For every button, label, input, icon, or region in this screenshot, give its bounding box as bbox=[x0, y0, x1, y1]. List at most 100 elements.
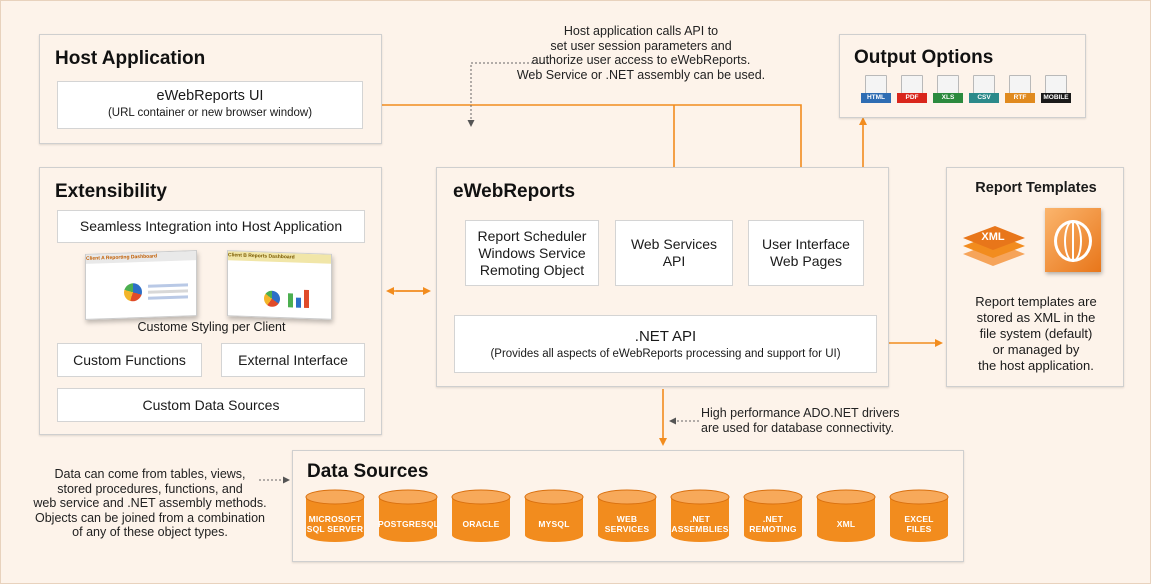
description-line: the host application. bbox=[978, 358, 1094, 373]
data-source-label: POSTGRESQL bbox=[378, 519, 440, 529]
host-note-line: set user session parameters and bbox=[550, 38, 732, 53]
ui-box-title: eWebReports UI bbox=[156, 88, 264, 104]
extensibility-panel: Extensibility Seamless Integration into … bbox=[39, 167, 382, 435]
ewebreports-title: eWebReports bbox=[453, 181, 576, 202]
database-cylinder-icon: POSTGRESQL bbox=[378, 489, 440, 543]
bar-icon bbox=[304, 289, 309, 309]
host-note-line: Web Service or .NET assembly can be used… bbox=[516, 67, 766, 82]
net-api-subtitle: (Provides all aspects of eWebReports pro… bbox=[490, 347, 841, 360]
host-application-panel: Host Application eWebReports UI (URL con… bbox=[39, 34, 382, 144]
format-label: PDF bbox=[897, 93, 927, 103]
scheduler-line: Remoting Object bbox=[479, 261, 585, 278]
data-note: Data can come from tables, views, stored… bbox=[19, 467, 281, 540]
data-source-label-line: REMOTING bbox=[749, 524, 797, 534]
thumbnail-title: Client A Reporting Dashboard bbox=[86, 251, 196, 264]
thumbnail-title: Client B Reports Dashboard bbox=[228, 251, 331, 264]
net-api-box: .NET API (Provides all aspects of eWebRe… bbox=[454, 315, 877, 373]
format-label: XLS bbox=[933, 93, 963, 103]
data-source-label-line: ASSEMBLIES bbox=[671, 524, 729, 534]
pie-chart-icon bbox=[264, 290, 280, 308]
data-note-line: Data can come from tables, views, bbox=[54, 467, 246, 481]
format-label: MOBILE bbox=[1041, 93, 1071, 103]
data-source-label-line: FILES bbox=[906, 524, 932, 534]
description-line: file system (default) bbox=[979, 326, 1093, 341]
data-source-label: MYSQL bbox=[524, 519, 584, 529]
ewebreports-panel: eWebReports Report Scheduler Windows Ser… bbox=[436, 167, 889, 387]
external-interface-box: External Interface bbox=[221, 343, 365, 377]
thumbnail-row bbox=[148, 283, 188, 288]
output-format-icon: CSV bbox=[969, 75, 999, 103]
scheduler-line: Windows Service bbox=[478, 244, 586, 261]
user-interface-pages-box: User Interface Web Pages bbox=[748, 220, 864, 286]
xml-label: XML bbox=[981, 231, 1005, 243]
report-templates-title: Report Templates bbox=[975, 180, 1097, 196]
format-label: HTML bbox=[861, 93, 891, 103]
data-source-label-line: SQL SERVER bbox=[306, 524, 364, 534]
data-note-line: stored procedures, functions, and bbox=[57, 481, 243, 496]
web-services-line: API bbox=[662, 253, 686, 269]
description-line: Report templates are bbox=[975, 294, 1097, 309]
seamless-integration-box: Seamless Integration into Host Applicati… bbox=[57, 210, 365, 243]
client-a-dashboard-thumbnail: Client A Reporting Dashboard bbox=[85, 250, 197, 320]
host-note-line: authorize user access to eWebReports. bbox=[531, 53, 751, 67]
custom-data-sources-box: Custom Data Sources bbox=[57, 388, 365, 422]
format-label: CSV bbox=[969, 93, 999, 103]
custom-styling-caption: Custome Styling per Client bbox=[137, 320, 286, 334]
extensibility-title: Extensibility bbox=[55, 181, 167, 202]
output-format-icon: XLS bbox=[933, 75, 963, 103]
format-label: RTF bbox=[1005, 93, 1035, 103]
description-line: or managed by bbox=[992, 342, 1080, 357]
data-note-line: of any of these object types. bbox=[72, 525, 228, 539]
host-note-line: Host application calls API to bbox=[563, 24, 719, 38]
web-services-line: Web Services bbox=[630, 236, 718, 252]
output-format-icon: HTML bbox=[861, 75, 891, 103]
scheduler-line: Report Scheduler bbox=[477, 227, 587, 244]
report-scheduler-box: Report Scheduler Windows Service Remotin… bbox=[465, 220, 599, 286]
net-api-title: .NET API bbox=[634, 327, 697, 345]
ui-box-subtitle: (URL container or new browser window) bbox=[107, 107, 313, 119]
ui-pages-line: User Interface bbox=[762, 236, 850, 252]
data-source-label: XML bbox=[816, 519, 876, 529]
bar-icon bbox=[288, 293, 293, 308]
xml-stack-icon: XML bbox=[959, 218, 1029, 270]
bar-icon bbox=[296, 297, 301, 308]
data-source-label-line: ORACLE bbox=[462, 519, 500, 529]
output-format-icon: MOBILE bbox=[1041, 75, 1071, 103]
driver-note-line: are used for database connectivity. bbox=[701, 420, 894, 435]
data-source-label-line: SERVICES bbox=[604, 524, 650, 534]
client-b-dashboard-thumbnail: Client B Reports Dashboard bbox=[227, 250, 332, 320]
data-source-label-line: WEB bbox=[616, 514, 638, 524]
host-api-note: Host application calls API to set user s… bbox=[491, 24, 791, 82]
thumbnail-row bbox=[148, 289, 188, 294]
data-source-label-line: .NET bbox=[762, 514, 784, 524]
report-templates-description: Report templates are stored as XML in th… bbox=[947, 294, 1125, 374]
database-cylinder-icon: XML bbox=[816, 489, 876, 543]
output-format-icon: RTF bbox=[1005, 75, 1035, 103]
host-application-title: Host Application bbox=[55, 48, 206, 69]
data-source-label-line: POSTGRESQL bbox=[378, 519, 440, 529]
data-note-line: web service and .NET assembly methods. bbox=[33, 496, 267, 510]
data-source-label-line: MYSQL bbox=[538, 519, 570, 529]
database-cylinder-icon: MYSQL bbox=[524, 489, 584, 543]
driver-note: High performance ADO.NET drivers are use… bbox=[701, 406, 931, 435]
data-note-line: Objects can be joined from a combination bbox=[35, 510, 265, 525]
description-line: stored as XML in the bbox=[976, 310, 1096, 325]
custom-functions-box: Custom Functions bbox=[57, 343, 202, 377]
report-templates-panel: Report Templates XML Report templates ar… bbox=[946, 167, 1124, 387]
ui-pages-line: Web Pages bbox=[769, 253, 843, 269]
data-source-label-line: .NET bbox=[689, 514, 711, 524]
output-format-icon: PDF bbox=[897, 75, 927, 103]
database-cylinder-icon: ORACLE bbox=[451, 489, 511, 543]
pie-chart-icon bbox=[124, 282, 142, 302]
data-source-label-line: XML bbox=[836, 519, 856, 529]
ewebreports-ui-box: eWebReports UI (URL container or new bro… bbox=[57, 81, 363, 129]
